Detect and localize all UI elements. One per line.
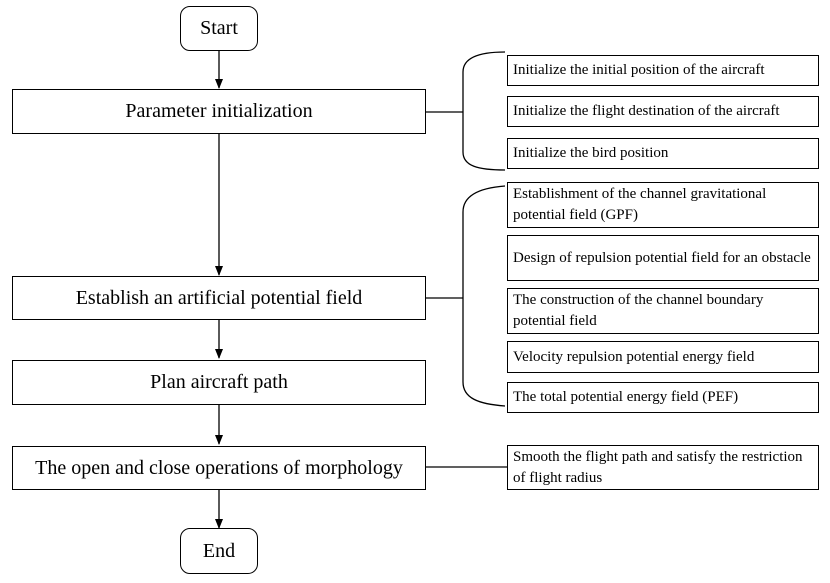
step-plan-aircraft-path: Plan aircraft path [12,360,426,405]
start-terminal: Start [180,6,258,51]
init-item-aircraft-position: Initialize the initial position of the a… [507,55,819,86]
brace-field [462,185,506,407]
step-artificial-potential-field: Establish an artificial potential field [12,276,426,320]
field-item-obstacle-repulsion: Design of repulsion potential field for … [507,235,819,281]
end-terminal: End [180,528,258,574]
step-morphology-operations: The open and close operations of morphol… [12,446,426,490]
init-item-bird-position: Initialize the bird position [507,138,819,169]
morph-item-smooth-path: Smooth the flight path and satisfy the r… [507,445,819,490]
field-item-gravitational: Establishment of the channel gravitation… [507,182,819,228]
field-item-velocity-repulsion: Velocity repulsion potential energy fiel… [507,341,819,373]
brace-init [462,51,506,171]
field-item-channel-boundary: The construction of the channel boundary… [507,288,819,334]
field-item-total-pef: The total potential energy field (PEF) [507,382,819,413]
init-item-flight-destination: Initialize the flight destination of the… [507,96,819,127]
step-parameter-initialization: Parameter initialization [12,89,426,134]
